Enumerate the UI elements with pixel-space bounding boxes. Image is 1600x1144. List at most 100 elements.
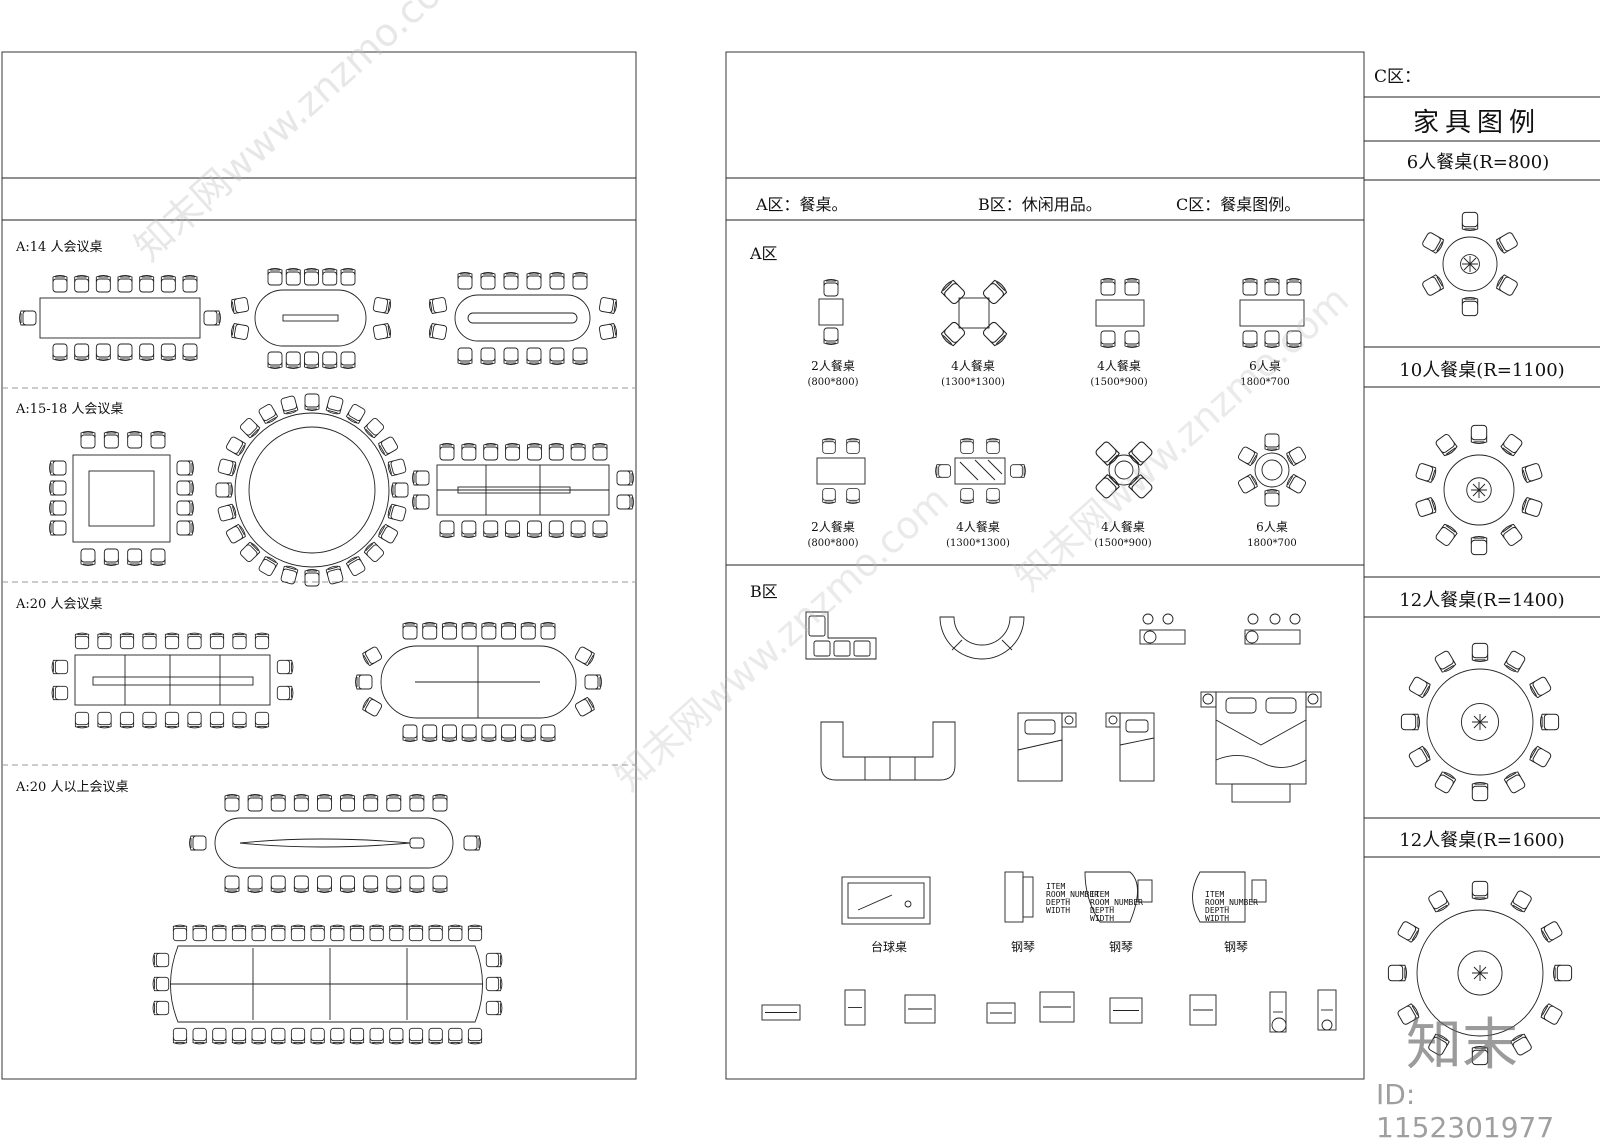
chair bbox=[940, 321, 966, 347]
dining-tables bbox=[816, 278, 1307, 507]
chair bbox=[570, 520, 586, 538]
chair bbox=[598, 323, 618, 340]
dining-table bbox=[818, 298, 844, 326]
chair bbox=[182, 343, 198, 361]
chair bbox=[230, 323, 250, 340]
conference-table bbox=[214, 817, 454, 869]
chair bbox=[389, 1027, 404, 1045]
chair bbox=[316, 875, 332, 893]
chair bbox=[172, 924, 188, 942]
chair bbox=[80, 431, 96, 449]
chair bbox=[422, 724, 438, 742]
chair bbox=[74, 632, 90, 650]
sofa bbox=[805, 611, 877, 660]
chair bbox=[267, 351, 283, 369]
chair bbox=[80, 548, 96, 566]
chair bbox=[467, 924, 483, 942]
chair bbox=[232, 632, 247, 650]
chair bbox=[322, 268, 338, 286]
chair bbox=[1552, 964, 1573, 982]
leisure-items bbox=[761, 611, 1337, 1033]
round-table bbox=[1426, 668, 1534, 776]
chair bbox=[97, 632, 112, 650]
chair bbox=[982, 321, 1008, 347]
chair bbox=[176, 480, 194, 496]
chair bbox=[485, 952, 503, 968]
equipment bbox=[844, 989, 866, 1026]
chair bbox=[74, 343, 90, 361]
chair bbox=[1286, 473, 1307, 494]
chair bbox=[340, 351, 356, 369]
chair bbox=[1422, 274, 1444, 296]
chair bbox=[304, 569, 320, 587]
chair bbox=[387, 458, 407, 477]
conference-table bbox=[170, 945, 483, 1023]
chair bbox=[616, 494, 634, 510]
chair bbox=[285, 268, 301, 286]
chair bbox=[209, 632, 225, 650]
chair bbox=[1264, 433, 1280, 451]
chair bbox=[1237, 446, 1258, 467]
chair bbox=[97, 711, 112, 729]
conference-table bbox=[74, 654, 271, 706]
chair bbox=[51, 659, 69, 675]
round-table bbox=[1442, 236, 1498, 292]
chair bbox=[267, 268, 283, 286]
chair bbox=[441, 622, 457, 640]
chair bbox=[422, 622, 438, 640]
chair bbox=[501, 622, 517, 640]
dining-table bbox=[1108, 454, 1140, 486]
dining-caption-name: 2人餐桌 bbox=[811, 520, 855, 534]
chair bbox=[182, 275, 198, 293]
chair bbox=[117, 275, 133, 293]
chair bbox=[386, 875, 402, 893]
chair bbox=[372, 323, 392, 340]
chair bbox=[540, 622, 556, 640]
chair bbox=[1264, 278, 1280, 296]
dining-caption-size: 1800*700 bbox=[1247, 538, 1297, 549]
chair bbox=[432, 875, 448, 893]
dining-caption-size: 1800*700 bbox=[1240, 377, 1290, 388]
chair bbox=[439, 443, 455, 461]
chair bbox=[127, 431, 143, 449]
chair bbox=[239, 541, 261, 563]
dining-caption-size: (800*800) bbox=[807, 538, 859, 549]
legend-zone-c: C区：餐桌图例。 bbox=[1176, 195, 1301, 214]
chair bbox=[192, 1027, 207, 1045]
chair bbox=[209, 711, 225, 729]
chair bbox=[1470, 424, 1488, 445]
piano-caption: 钢琴 bbox=[1223, 940, 1249, 954]
grand-piano bbox=[1192, 871, 1246, 923]
chair bbox=[1539, 713, 1560, 731]
chair bbox=[461, 622, 477, 640]
chair bbox=[1428, 890, 1450, 913]
conference-table bbox=[39, 297, 201, 339]
zone-a-label: A区 bbox=[750, 244, 778, 263]
billiard-caption: 台球桌 bbox=[870, 940, 908, 954]
equipment bbox=[1039, 991, 1075, 1023]
chair bbox=[1422, 232, 1444, 254]
chair bbox=[74, 711, 90, 729]
chair bbox=[389, 924, 404, 942]
chair bbox=[290, 924, 306, 942]
chair bbox=[1387, 964, 1408, 982]
chair bbox=[1500, 434, 1523, 457]
chair bbox=[1415, 496, 1437, 517]
chair bbox=[330, 924, 345, 942]
chair bbox=[402, 622, 418, 640]
chair bbox=[1503, 650, 1526, 673]
chair bbox=[1470, 535, 1488, 556]
chair bbox=[355, 674, 373, 690]
chair bbox=[369, 1027, 384, 1045]
chair bbox=[251, 924, 266, 942]
chair bbox=[592, 443, 608, 461]
chair bbox=[505, 443, 521, 461]
chair bbox=[540, 724, 556, 742]
chair bbox=[276, 685, 294, 701]
chair bbox=[1471, 880, 1489, 901]
chair bbox=[823, 279, 839, 297]
chair bbox=[176, 500, 194, 516]
chair bbox=[574, 646, 595, 667]
grand-piano bbox=[1084, 871, 1138, 923]
chair bbox=[822, 438, 836, 454]
